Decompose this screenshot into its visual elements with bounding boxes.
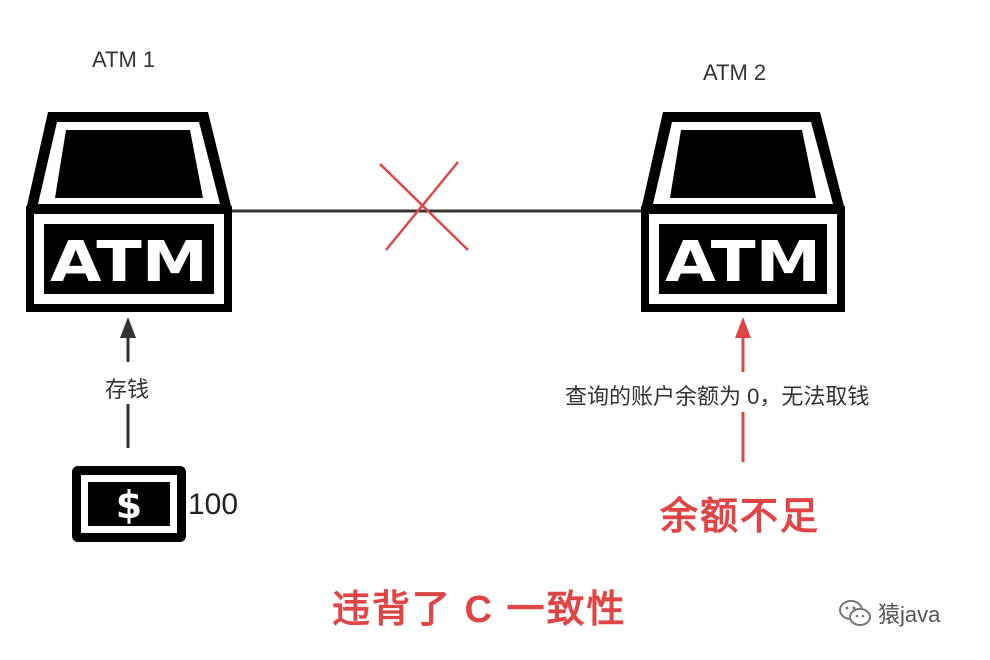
atm-1-icon: ATM: [26, 112, 232, 312]
insufficient-balance-label: 余额不足: [660, 496, 821, 538]
conclusion-label: 违背了 C 一致性: [332, 589, 627, 631]
query-arrow: [735, 317, 751, 462]
broken-link-cross-icon: [379, 161, 469, 251]
card-amount: 100: [188, 488, 239, 521]
atm-1-title: ATM 1: [92, 47, 156, 72]
wechat-icon: [839, 600, 871, 626]
watermark-text: 猿java: [878, 602, 941, 627]
deposit-label: 存钱: [105, 377, 150, 402]
atm-2-title: ATM 2: [703, 60, 767, 85]
balance-query-label: 查询的账户余额为 0，无法取钱: [565, 384, 870, 409]
atm-2-icon: ATM: [641, 112, 845, 312]
dollar-sign-icon: $: [116, 483, 142, 527]
cash-card-icon: $: [72, 466, 186, 542]
atm-1-screen-text: ATM: [50, 230, 208, 295]
deposit-arrow: [120, 317, 136, 448]
atm-2-screen-text: ATM: [665, 230, 821, 295]
watermark: 猿java: [838, 597, 940, 629]
